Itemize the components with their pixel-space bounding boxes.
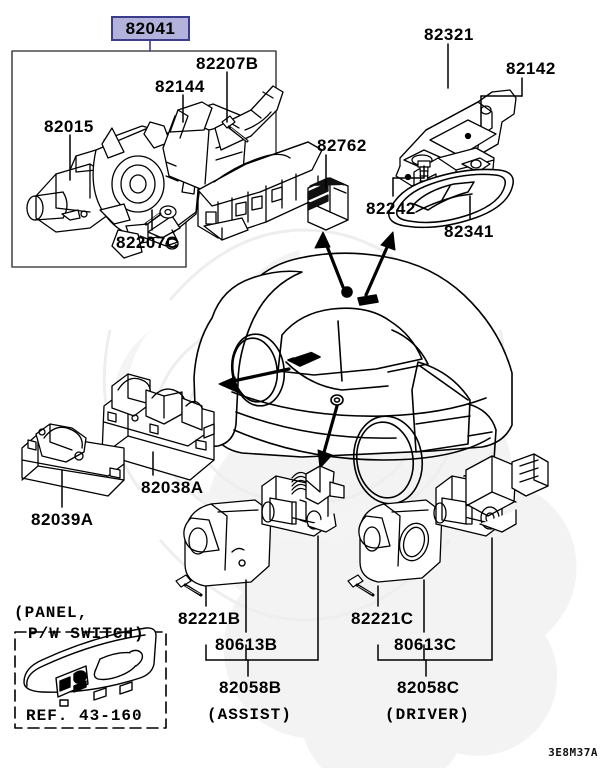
- part-label-82207B[interactable]: 82207B: [196, 54, 259, 73]
- part-label-82242[interactable]: 82242: [366, 199, 416, 218]
- part-82341-graphic: [388, 168, 514, 229]
- lever-stalk-graphic: [214, 85, 284, 151]
- part-label-80613B[interactable]: 80613B: [215, 635, 278, 654]
- part-80613B-graphic: [183, 499, 272, 587]
- part-label-82038A[interactable]: 82038A: [141, 478, 204, 497]
- part-label-82207C[interactable]: 82207C: [116, 233, 179, 252]
- part-label-80613C[interactable]: 80613C: [394, 635, 457, 654]
- part-label-82341[interactable]: 82341: [444, 222, 494, 241]
- panel-ref-title-line2: P/W SWITCH): [28, 625, 145, 643]
- screw-82221C-graphic: [347, 574, 375, 597]
- screw-82221B-graphic: [175, 574, 203, 597]
- panel-switch-graphic: [23, 627, 157, 707]
- part-82058C-graphic: [433, 453, 549, 537]
- part-label-82221C[interactable]: 82221C: [351, 609, 414, 628]
- pointer-arrows: [218, 231, 396, 469]
- assembly-part-number-badge[interactable]: 82041: [111, 16, 190, 41]
- part-label-82015[interactable]: 82015: [44, 117, 94, 136]
- part-label-82142[interactable]: 82142: [506, 59, 556, 78]
- panel-ref-number[interactable]: REF. 43-160: [26, 707, 143, 725]
- part-doorlatch-graphic: [197, 141, 323, 241]
- part-label-82058B[interactable]: 82058B: [219, 678, 282, 697]
- screw-82207B-graphic: [221, 115, 249, 143]
- part-label-82144[interactable]: 82144: [155, 77, 205, 96]
- part-label-82321[interactable]: 82321: [424, 25, 474, 44]
- part-82762-graphic: [307, 177, 349, 231]
- group-label-driver: (DRIVER): [385, 706, 470, 724]
- part-82039A-graphic: [21, 423, 125, 497]
- sheet-code: 3E8M37A: [548, 746, 598, 759]
- part-82058B-graphic: [261, 465, 345, 537]
- part-label-82221B[interactable]: 82221B: [178, 609, 241, 628]
- car-illustration: [193, 252, 513, 505]
- part-label-82058C[interactable]: 82058C: [397, 678, 460, 697]
- part-82038A-graphic: [101, 373, 215, 481]
- part-80613C-graphic: [358, 499, 443, 583]
- leader-lines: [61, 43, 523, 677]
- screw-82207C-graphic: [144, 205, 177, 226]
- panel-ref-box: [14, 631, 167, 729]
- part-label-82039A[interactable]: 82039A: [31, 510, 94, 529]
- part-label-82762[interactable]: 82762: [317, 136, 367, 155]
- panel-ref-title-line1: (PANEL,: [14, 604, 89, 622]
- group-label-assist: (ASSIST): [207, 706, 292, 724]
